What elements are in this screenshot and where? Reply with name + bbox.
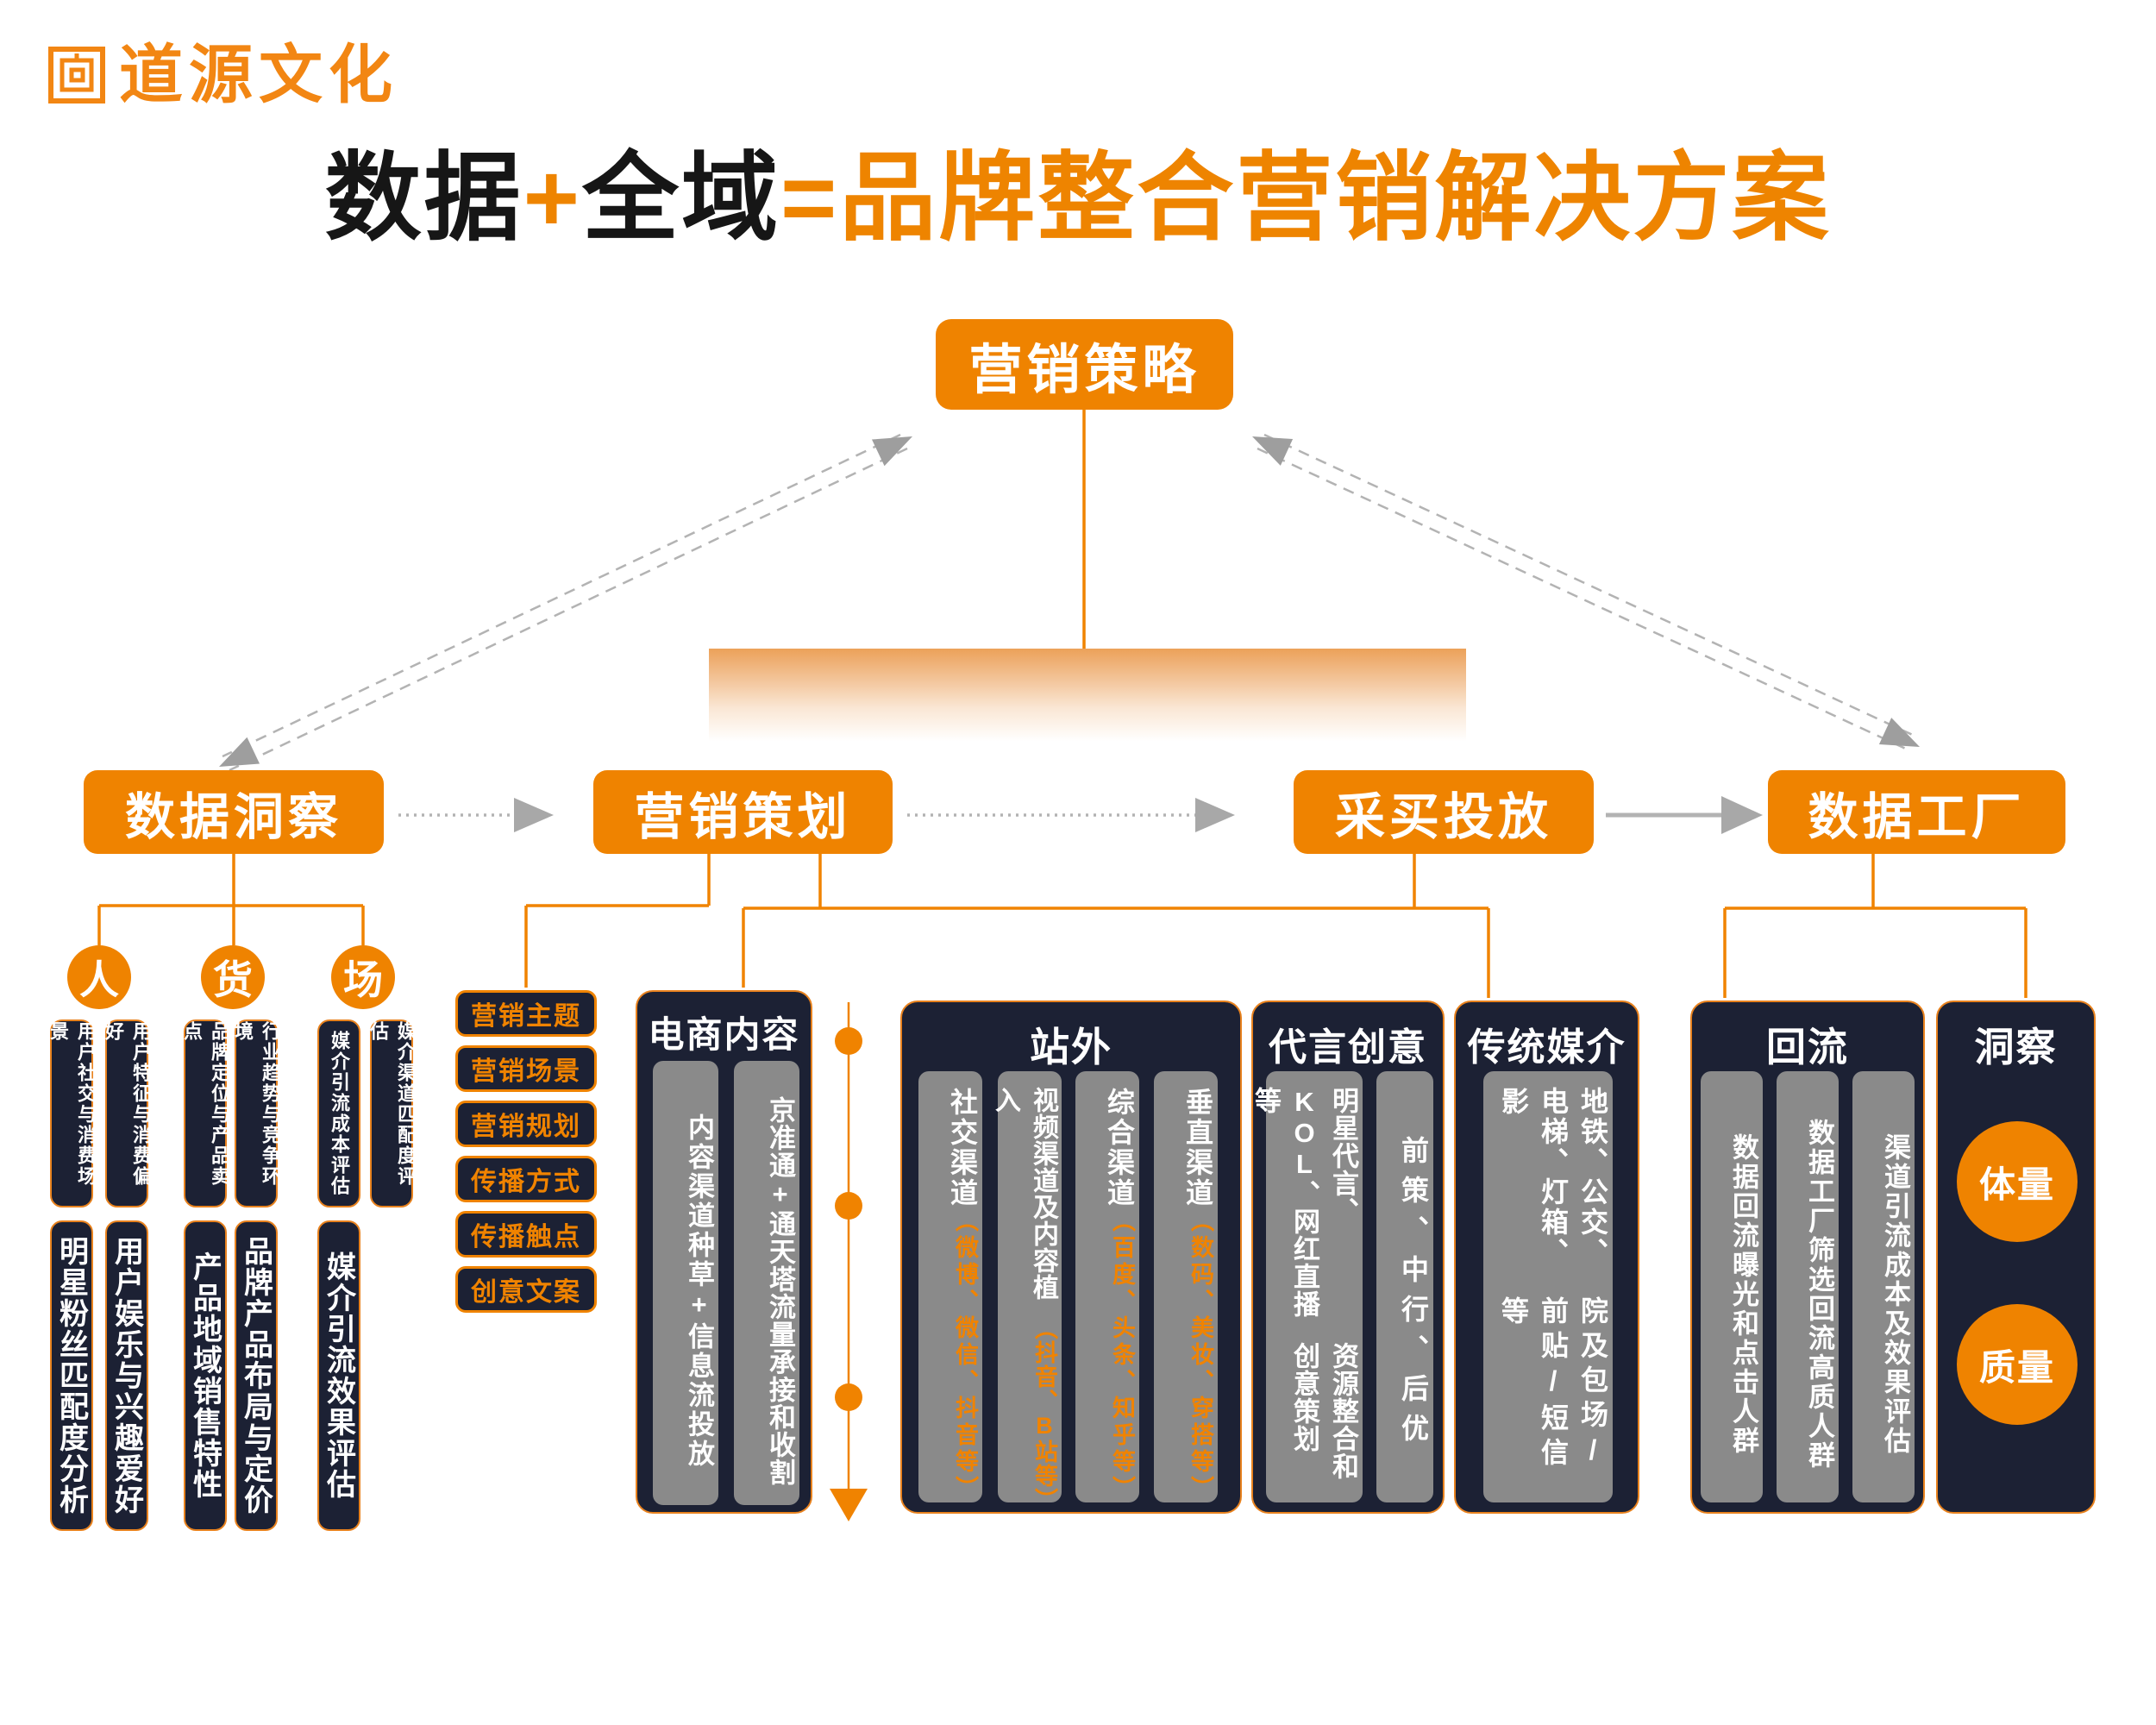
panel-column: 内容渠道种草+信息流投放: [653, 1061, 718, 1505]
flow-arrow-1-icon: [398, 798, 554, 832]
panel-title: 代言创意: [1269, 1026, 1427, 1069]
panel-column: 前策、中行、后优: [1376, 1071, 1433, 1502]
title-seg-solution: 品牌整合营销解决方案: [839, 144, 1832, 252]
stage-media-buying: 采买投放: [1294, 770, 1594, 854]
column-line: 明星代言、KOL、网红直播等: [1250, 1087, 1358, 1318]
planning-label: 传播触点: [455, 1211, 597, 1258]
panel-column: 社交渠道（微博、微信、抖音等）: [918, 1071, 982, 1502]
panel-offsite: 站外 社交渠道（微博、微信、抖音等） 视频渠道及内容植入 （抖音、B站等） 综合渠…: [900, 1000, 1242, 1514]
panel-column: 数据工厂筛选回流高质人群: [1777, 1071, 1839, 1502]
metric-volume: 体量: [1957, 1121, 2078, 1242]
page-title: 数据+全域=品牌整合营销解决方案: [0, 145, 2156, 251]
title-seg-omni: 全域: [582, 144, 780, 252]
title-equals: =: [780, 144, 840, 252]
column-line: 地铁、公交、电梯、灯箱、影: [1498, 1087, 1608, 1268]
flow-arrow-3-icon: [1606, 796, 1763, 834]
planning-label: 传播方式: [455, 1156, 597, 1202]
insight-pill: 产品地域销售特性: [184, 1220, 227, 1531]
diagonal-arrow-right-icon: [1257, 433, 1917, 752]
insight-pill: 用户社交与消费场景: [47, 1019, 97, 1208]
panel-reflux: 回流 数据回流曝光和点击人群 数据工厂筛选回流高质人群 渠道引流成本及效果评估: [1690, 1000, 1925, 1514]
planning-label: 创意文案: [455, 1266, 597, 1313]
insight-pill: 用户娱乐与兴趣爱好: [105, 1220, 148, 1531]
metric-quality: 质量: [1957, 1304, 2078, 1425]
stage-marketing-planning: 营销策划: [593, 770, 893, 854]
planning-label: 营销规划: [455, 1101, 597, 1147]
title-plus: +: [523, 144, 582, 252]
column-main: 垂直渠道: [1182, 1087, 1213, 1208]
panel-column: 垂直渠道（数码、美妆、穿搭等）: [1154, 1071, 1218, 1502]
column-main: 综合渠道: [1104, 1087, 1135, 1208]
column-sub: （抖音、B站等）: [1031, 1315, 1057, 1512]
column-sub: （百度、头条、知乎等）: [1109, 1208, 1135, 1502]
insight-pill: 明星粉丝匹配度分析: [50, 1220, 93, 1531]
org-tree-lines: [97, 410, 2028, 998]
panel-title: 站外: [1030, 1025, 1112, 1070]
title-seg-data: 数据: [324, 144, 523, 252]
panel-title: 电商内容: [648, 1014, 800, 1055]
panel-insight-metrics: 洞察 体量 质量: [1936, 1000, 2096, 1514]
stage-data-insight: 数据洞察: [84, 770, 384, 854]
panel-column: 视频渠道及内容植入 （抖音、B站等）: [991, 1071, 1062, 1512]
stage-data-factory: 数据工厂: [1768, 770, 2065, 854]
insight-pill: 品牌定位与产品卖点: [181, 1019, 230, 1208]
panel-endorsement-creative: 代言创意 明星代言、KOL、网红直播等 资源整合和创意策划 前策、中行、后优: [1250, 1000, 1445, 1514]
diagonal-arrowheads: [219, 436, 1920, 767]
vertical-flow-arrow-icon: [830, 1002, 868, 1521]
logo: 道源文化: [48, 43, 398, 107]
column-main: 社交渠道: [947, 1087, 978, 1208]
circle-goods: 货: [201, 945, 265, 1009]
brand-name: 道源文化: [119, 39, 398, 110]
flow-arrow-2-icon: [907, 798, 1235, 832]
gradient-bar: [709, 649, 1466, 745]
panel-column: 地铁、公交、电梯、灯箱、影 院及包场/前贴/短信等: [1483, 1071, 1613, 1502]
panel-column: 数据回流曝光和点击人群: [1701, 1071, 1763, 1502]
insight-pill: 媒介引流成本评估: [317, 1019, 360, 1208]
strategy-box: 营销策略: [936, 319, 1233, 410]
insight-pill: 媒介引流效果评估: [317, 1220, 360, 1531]
panel-title: 传统媒介: [1467, 1026, 1626, 1069]
panel-title: 洞察: [1974, 1025, 2058, 1070]
panel-column: 京准通+通天塔流量承接和收割: [734, 1061, 799, 1505]
column-sub: （数码、美妆、穿搭等）: [1188, 1208, 1213, 1502]
panel-title: 回流: [1766, 1025, 1849, 1070]
panel-traditional-media: 传统媒介 地铁、公交、电梯、灯箱、影 院及包场/前贴/短信等: [1454, 1000, 1639, 1514]
insight-pill: 用户特征与消费偏好: [103, 1019, 152, 1208]
planning-label: 营销主题: [455, 990, 597, 1037]
circle-people: 人: [67, 945, 131, 1009]
logo-spiral-icon: [48, 47, 105, 104]
column-main: 视频渠道及内容植入: [991, 1087, 1057, 1301]
insight-pill: 品牌产品布局与定价: [235, 1220, 278, 1531]
panel-column: 明星代言、KOL、网红直播等 资源整合和创意策划: [1250, 1071, 1363, 1502]
column-line: 资源整合和创意策划: [1289, 1342, 1358, 1481]
panel-column: 渠道引流成本及效果评估: [1852, 1071, 1915, 1502]
column-line: 院及包场/前贴/短信等: [1498, 1295, 1608, 1472]
column-sub: （微博、微信、抖音等）: [952, 1208, 978, 1502]
circle-venue: 场: [331, 945, 395, 1009]
insight-pill: 媒介渠道匹配度评估: [367, 1019, 417, 1208]
panel-ecommerce-content: 电商内容 内容渠道种草+信息流投放 京准通+通天塔流量承接和收割: [636, 990, 812, 1514]
panel-column: 综合渠道（百度、头条、知乎等）: [1075, 1071, 1139, 1502]
insight-pill: 行业趋势与竞争环境: [232, 1019, 281, 1208]
planning-label: 营销场景: [455, 1045, 597, 1092]
